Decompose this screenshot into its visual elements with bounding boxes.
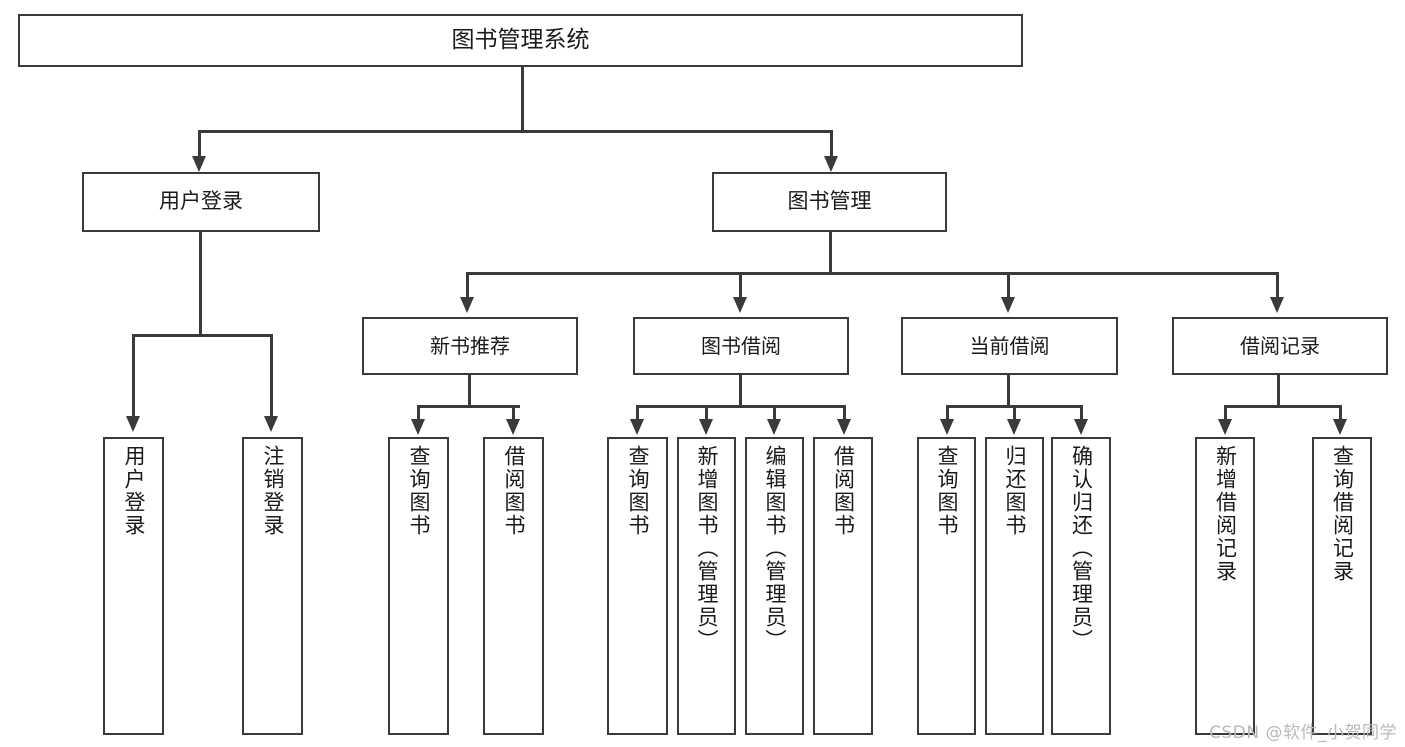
connector-to-leaf-user-logout	[270, 334, 273, 418]
arrowhead-leaf-query-book-2	[630, 419, 644, 435]
node-borrowing-record[interactable]: 借阅记录	[1172, 317, 1388, 375]
node-label: 当前借阅	[969, 333, 1050, 358]
node-label: 图书管理系统	[451, 26, 590, 53]
node-leaf-edit-book-admin[interactable]: 编辑图书（管理员）	[745, 437, 804, 735]
node-label: 用户登录	[122, 445, 146, 537]
connector-to-leaf-user-login	[132, 334, 135, 418]
node-current-borrowing[interactable]: 当前借阅	[901, 317, 1118, 375]
connector-current-borrow-stem	[1007, 375, 1010, 407]
connector-root-stem	[521, 67, 524, 131]
connector-to-current-borrow	[1007, 272, 1010, 298]
arrowhead-leaf-query-book-1	[411, 419, 425, 435]
arrowhead-leaf-edit-book	[767, 419, 781, 435]
arrowhead-leaf-query-record	[1333, 419, 1347, 435]
connector-to-leaf-add-book	[705, 405, 708, 421]
arrowhead-user-login	[192, 156, 206, 172]
node-label: 查询图书	[935, 445, 959, 537]
node-label: 图书管理	[787, 189, 872, 214]
connector-book-borrow-bus	[636, 405, 846, 408]
connector-to-leaf-query-record	[1339, 405, 1342, 421]
arrowhead-leaf-add-record	[1218, 419, 1232, 435]
node-book-borrowing[interactable]: 图书借阅	[633, 317, 849, 375]
node-leaf-query-book-1[interactable]: 查询图书	[388, 437, 449, 735]
arrowhead-leaf-user-login	[126, 416, 140, 432]
node-label: 编辑图书（管理员）	[763, 445, 787, 652]
arrowhead-leaf-borrow-book-1	[506, 419, 520, 435]
node-label: 归还图书	[1003, 445, 1027, 537]
node-label: 图书借阅	[701, 333, 781, 358]
arrowhead-new-book-rec	[460, 297, 474, 313]
node-leaf-query-book-3[interactable]: 查询图书	[917, 437, 976, 735]
arrowhead-book-borrow	[733, 297, 747, 313]
node-label: 借阅图书	[831, 445, 856, 537]
connector-new-book-rec-stem	[468, 375, 471, 407]
connector-book-manage-stem	[829, 232, 832, 274]
connector-user-login-bus	[132, 334, 271, 337]
connector-to-leaf-edit-book	[773, 405, 776, 421]
connector-root-to-book-manage	[830, 130, 833, 158]
arrowhead-book-manage	[824, 156, 838, 172]
node-leaf-user-logout[interactable]: 注销登录	[242, 437, 303, 735]
node-label: 新书推荐	[430, 333, 510, 358]
node-leaf-borrow-book-1[interactable]: 借阅图书	[483, 437, 544, 735]
node-new-book-recommendation[interactable]: 新书推荐	[362, 317, 578, 375]
connector-borrow-record-stem	[1277, 375, 1280, 407]
connector-borrow-record-bus	[1224, 405, 1342, 408]
node-user-login[interactable]: 用户登录	[82, 172, 320, 232]
connector-to-leaf-add-record	[1224, 405, 1227, 421]
node-root-book-management-system[interactable]: 图书管理系统	[18, 14, 1023, 67]
arrowhead-leaf-return-book	[1007, 419, 1021, 435]
connector-root-to-user-login	[198, 130, 201, 158]
node-book-management[interactable]: 图书管理	[712, 172, 947, 232]
node-label: 新增借阅记录	[1213, 445, 1238, 583]
node-leaf-add-book-admin[interactable]: 新增图书（管理员）	[677, 437, 736, 735]
node-leaf-query-borrow-record[interactable]: 查询借阅记录	[1312, 437, 1372, 735]
arrowhead-borrow-record	[1270, 297, 1284, 313]
connector-to-leaf-borrow-book-1	[512, 405, 515, 421]
node-label: 查询图书	[626, 445, 650, 537]
node-label: 查询借阅记录	[1330, 445, 1355, 583]
node-label: 查询图书	[407, 445, 431, 537]
arrowhead-leaf-confirm-return	[1074, 419, 1088, 435]
connector-to-leaf-query-book-2	[636, 405, 639, 421]
connector-to-leaf-confirm-return	[1080, 405, 1083, 421]
connector-to-leaf-query-book-3	[946, 405, 949, 421]
node-leaf-return-book[interactable]: 归还图书	[985, 437, 1044, 735]
connector-book-manage-bus	[466, 272, 1276, 275]
connector-to-leaf-query-book-1	[417, 405, 420, 421]
arrowhead-leaf-query-book-3	[940, 419, 954, 435]
connector-to-leaf-borrow-book-2	[843, 405, 846, 421]
node-label: 借阅记录	[1240, 333, 1320, 358]
arrowhead-leaf-add-book	[699, 419, 713, 435]
node-label: 注销登录	[261, 445, 285, 537]
connector-user-login-stem	[199, 232, 202, 336]
arrowhead-leaf-borrow-book-2	[837, 419, 851, 435]
connector-to-new-book-rec	[466, 272, 469, 298]
arrowhead-current-borrow	[1001, 297, 1015, 313]
connector-book-borrow-stem	[739, 375, 742, 407]
node-leaf-borrow-book-2[interactable]: 借阅图书	[813, 437, 873, 735]
node-leaf-confirm-return-admin[interactable]: 确认归还（管理员）	[1051, 437, 1111, 735]
node-label: 确认归还（管理员）	[1069, 445, 1094, 652]
csdn-watermark: CSDN @软件_小贺同学	[1209, 723, 1397, 743]
connector-to-borrow-record	[1276, 272, 1279, 298]
node-label: 用户登录	[159, 189, 243, 214]
node-label: 借阅图书	[502, 445, 526, 537]
connector-root-bus	[198, 130, 832, 133]
node-leaf-user-login[interactable]: 用户登录	[103, 437, 164, 735]
connector-to-book-borrow	[739, 272, 742, 298]
node-label: 新增图书（管理员）	[695, 445, 719, 652]
connector-to-leaf-return-book	[1013, 405, 1016, 421]
connector-new-book-rec-bus	[417, 405, 520, 408]
arrowhead-leaf-user-logout	[264, 416, 278, 432]
node-leaf-query-book-2[interactable]: 查询图书	[607, 437, 668, 735]
node-leaf-add-borrow-record[interactable]: 新增借阅记录	[1195, 437, 1255, 735]
